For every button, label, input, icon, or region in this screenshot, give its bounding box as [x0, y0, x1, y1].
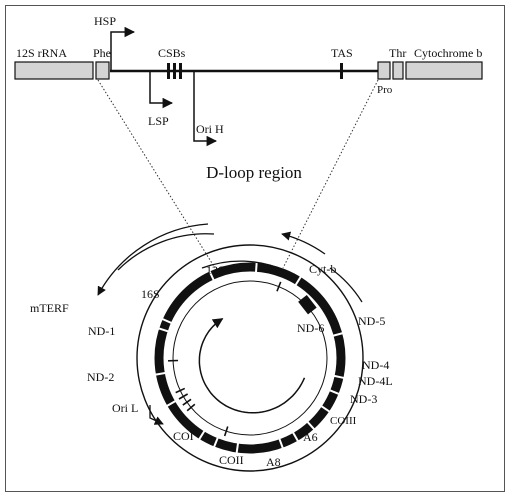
gene-label-nd6: ND-6: [297, 321, 324, 335]
heavy-strand-ring: [154, 262, 346, 454]
orih-label: Ori H: [196, 122, 224, 136]
gene-boundary-gap: [165, 399, 177, 408]
trna-tick: [175, 387, 186, 394]
trna-tick: [223, 426, 229, 437]
gene-label-a6: A6: [303, 430, 318, 444]
gene-label-coii: COII: [219, 453, 244, 467]
gene-boundary-gap: [328, 389, 340, 396]
gene-boundary-gap: [154, 371, 166, 376]
orih-arrow: [193, 71, 218, 147]
oril-arrow: [149, 405, 164, 425]
thr-box: [392, 61, 404, 80]
gene-boundary-gap: [161, 317, 173, 325]
gene-label-cytb: Cyt-b: [309, 262, 336, 276]
csb-bar: [167, 63, 170, 79]
csb-bar: [173, 63, 176, 79]
figure-frame: [5, 5, 505, 492]
gene-label-nd2: ND-2: [87, 370, 114, 384]
hsp-label: HSP: [94, 14, 116, 28]
gene-label-12s: 12S: [206, 263, 225, 277]
gene-label-nd5: ND-5: [358, 314, 385, 328]
trna-tick: [186, 403, 196, 412]
tas-bar: [340, 63, 343, 79]
gene-label-16s: 16S: [141, 287, 160, 301]
gene-boundary-gap: [212, 436, 219, 448]
gene-label-nd4l: ND-4L: [358, 374, 393, 388]
gene-label-coiii: COIII: [330, 415, 357, 427]
gene-boundary-gap: [306, 420, 316, 431]
tas-label: TAS: [331, 46, 353, 60]
gene-label-nd3: ND-3: [350, 392, 377, 406]
trna-tick: [182, 398, 192, 406]
gene-label-nd1: ND-1: [88, 324, 115, 338]
mtdna-circular-map: 12S 16S mTERF ND-1 ND-2 Ori L COI COII A…: [30, 223, 393, 472]
pro-box: [377, 61, 391, 80]
lsp-arrow: [149, 71, 174, 109]
diagram-title: D-loop region: [206, 163, 302, 182]
gene-boundary-gap: [278, 438, 284, 450]
thr-label: Thr: [389, 46, 406, 60]
gene-boundary-gap: [333, 374, 345, 380]
cytb-box: [405, 61, 483, 80]
hsp-arrow: [110, 26, 136, 71]
phe-label: Phe: [93, 46, 111, 60]
cytb-label: Cytochrome b: [414, 46, 482, 60]
light-strand-circle: [172, 280, 328, 436]
nd6-block: [298, 295, 317, 315]
gene-label-nd4: ND-4: [362, 358, 389, 372]
gene-boundaries: [154, 261, 345, 454]
phe-box: [95, 61, 110, 80]
trna-tick: [178, 393, 189, 400]
gene-label-a8: A8: [266, 455, 281, 469]
gene-boundary-gap: [294, 275, 302, 287]
rrna12s-label: 12S rRNA: [16, 46, 67, 60]
gene-boundary-gap: [332, 332, 344, 337]
csb-bar: [179, 63, 182, 79]
oril-label: Ori L: [112, 401, 138, 415]
top-arc-connector: [201, 260, 287, 272]
lsp-label: LSP: [148, 114, 169, 128]
pro-label: Pro: [377, 84, 393, 96]
mterf-arrow-outer: [97, 223, 209, 296]
gene-boundary-gap: [320, 404, 331, 413]
transcription-arrow-top: [281, 231, 326, 255]
gene-boundary-gap: [254, 261, 258, 273]
outer-right-arrow-shaft: [329, 267, 363, 303]
rrna12s-box: [14, 61, 94, 80]
csbs-label: CSBs: [158, 46, 186, 60]
zoom-line-right: [282, 79, 379, 269]
trna-tick: [276, 281, 282, 292]
gene-label-coi: COI: [173, 429, 194, 443]
mterf-label: mTERF: [30, 301, 69, 315]
mterf-arrow-inner: [117, 233, 215, 271]
gene-boundary-gap: [291, 431, 300, 443]
zoom-line-left: [97, 79, 216, 269]
inner-spiral-arrow: [198, 318, 306, 414]
gene-boundary-gap: [198, 429, 206, 441]
gene-boundary-gap: [235, 442, 240, 454]
inner-ticks: [168, 281, 282, 437]
gene-boundary-gap: [208, 270, 215, 281]
gene-boundary-gap: [157, 327, 169, 333]
outer-thin-circle: [136, 244, 364, 472]
d-loop-linear-map: 12S rRNA Phe HSP CSBs LSP Ori H TAS Thr …: [14, 14, 483, 147]
